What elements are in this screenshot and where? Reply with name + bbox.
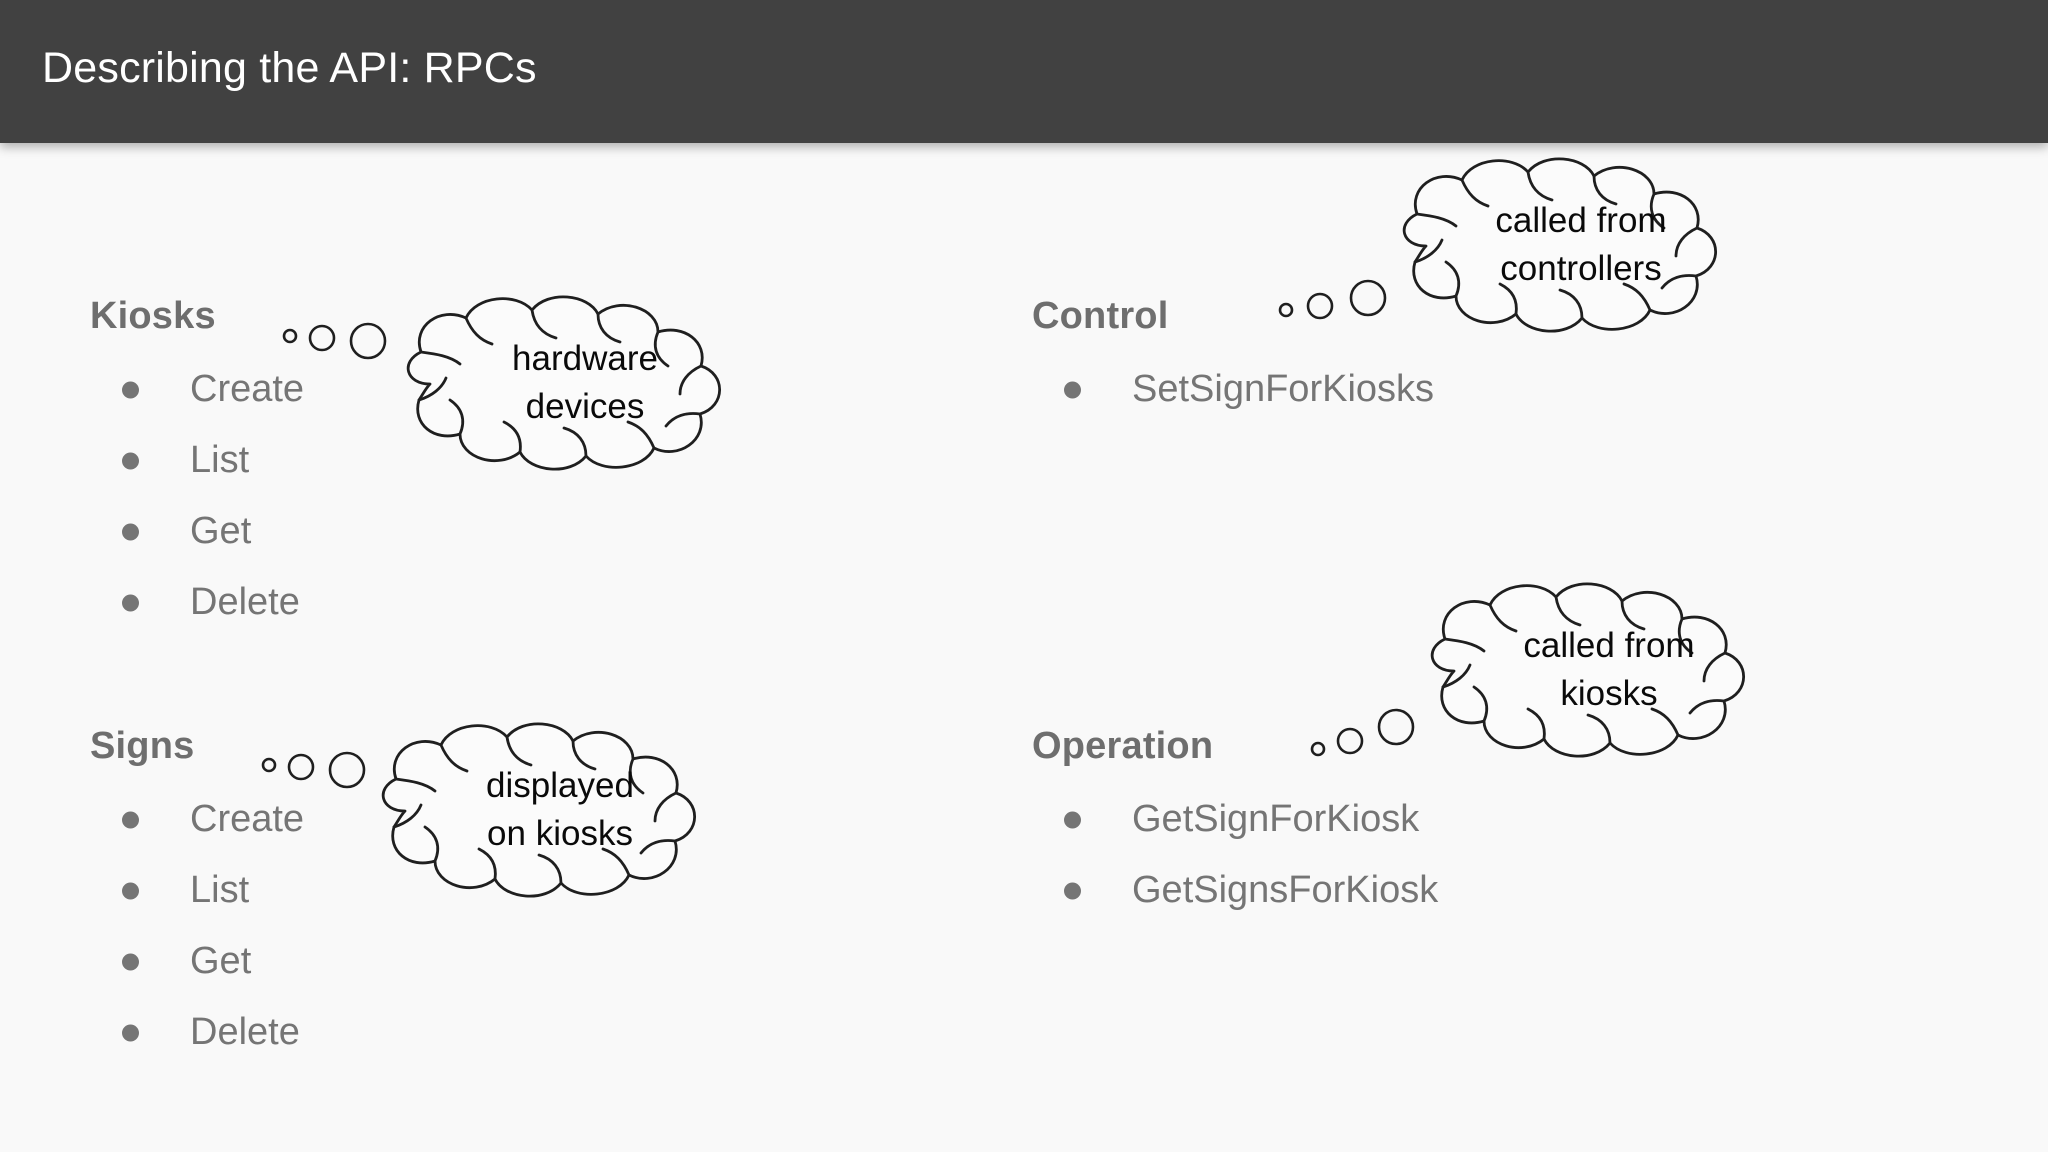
group-operation: Operation GetSignForKiosk GetSignsForKio…: [1032, 725, 1438, 926]
rpc-name: Get: [190, 510, 252, 552]
rpc-name: SetSignForKiosks: [1132, 368, 1435, 410]
list-item[interactable]: Delete: [90, 567, 304, 638]
bullet-icon: [1064, 811, 1081, 828]
rpc-list-control: SetSignForKiosks: [1032, 354, 1434, 425]
thought-cloud-control: called from controllers: [1276, 150, 1846, 340]
rpc-name: List: [190, 439, 250, 481]
group-kiosks: Kiosks Create List Get Delete: [90, 295, 304, 638]
list-item[interactable]: Get: [90, 926, 304, 997]
bullet-icon: [122, 1024, 139, 1041]
group-heading-operation: Operation: [1032, 725, 1214, 767]
bullet-icon: [122, 811, 139, 828]
list-item[interactable]: List: [90, 855, 304, 926]
rpc-list-kiosks: Create List Get Delete: [90, 354, 304, 638]
list-item[interactable]: GetSignsForKiosk: [1032, 855, 1438, 926]
rpc-name: GetSignsForKiosk: [1132, 869, 1439, 911]
list-item[interactable]: GetSignForKiosk: [1032, 784, 1438, 855]
rpc-name: Get: [190, 940, 252, 982]
page-title: Describing the API: RPCs: [42, 44, 537, 92]
bullet-icon: [122, 953, 139, 970]
rpc-name: Delete: [190, 581, 300, 623]
group-heading-control: Control: [1032, 295, 1169, 337]
rpc-list-signs: Create List Get Delete: [90, 784, 304, 1068]
rpc-name: Delete: [190, 1011, 300, 1053]
group-heading-signs: Signs: [90, 725, 195, 767]
bullet-icon: [122, 381, 139, 398]
rpc-list-operation: GetSignForKiosk GetSignsForKiosk: [1032, 784, 1438, 926]
list-item[interactable]: Delete: [90, 997, 304, 1068]
group-control: Control SetSignForKiosks: [1032, 295, 1434, 425]
thought-cloud-operation: called from kiosks: [1304, 575, 1874, 765]
rpc-name: Create: [190, 368, 305, 410]
bullet-icon: [1064, 381, 1081, 398]
thought-cloud-signs: displayed on kiosks: [255, 715, 825, 905]
bullet-icon: [122, 594, 139, 611]
group-signs: Signs Create List Get Delete: [90, 725, 304, 1068]
bullet-icon: [122, 523, 139, 540]
list-item[interactable]: SetSignForKiosks: [1032, 354, 1434, 425]
rpc-name: Create: [190, 798, 305, 840]
list-item[interactable]: Create: [90, 784, 304, 855]
group-heading-kiosks: Kiosks: [90, 295, 216, 337]
list-item[interactable]: Create: [90, 354, 304, 425]
list-item[interactable]: Get: [90, 496, 304, 567]
slide-header-bar: Describing the API: RPCs: [0, 0, 2048, 143]
rpc-name: List: [190, 869, 250, 911]
thought-cloud-kiosks: hardware devices: [280, 288, 850, 478]
bullet-icon: [1064, 882, 1081, 899]
list-item[interactable]: List: [90, 425, 304, 496]
bullet-icon: [122, 882, 139, 899]
rpc-name: GetSignForKiosk: [1132, 798, 1420, 840]
bullet-icon: [122, 452, 139, 469]
